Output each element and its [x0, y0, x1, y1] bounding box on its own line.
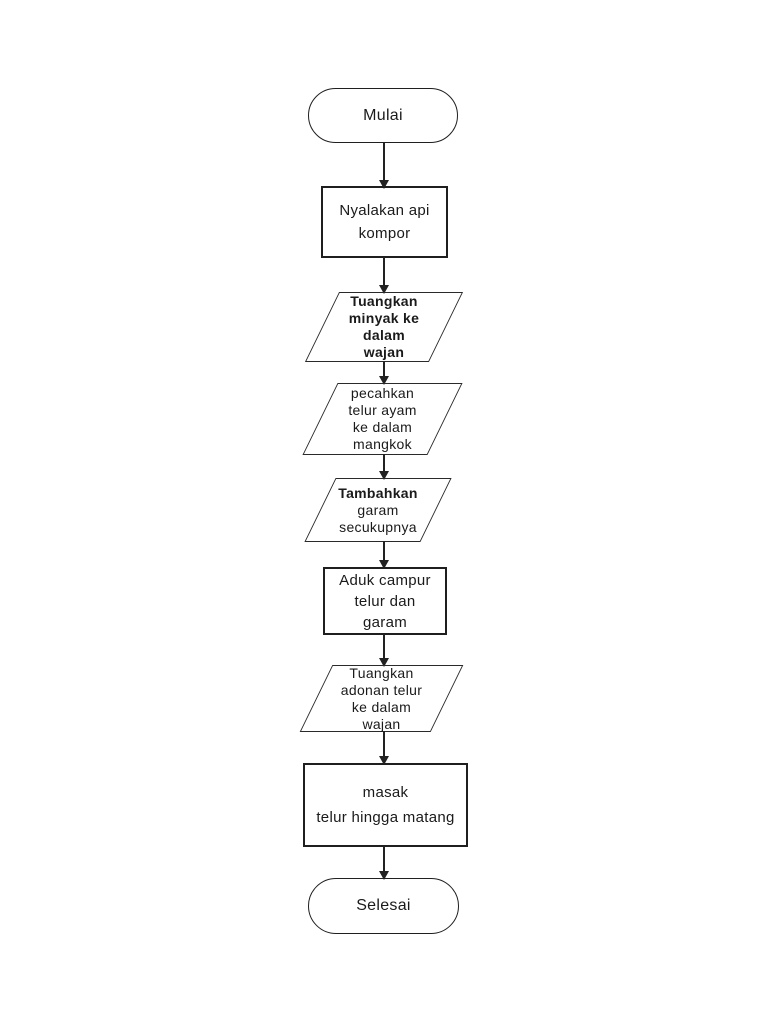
node-label: telur dan [354, 592, 416, 610]
flowchart-node-io-2: pecahkan telur ayam ke dalam mangkok [302, 383, 463, 455]
node-label: adonan telur [340, 681, 423, 698]
flowchart-node-end: Selesai [308, 878, 459, 934]
node-label: dalam [363, 327, 405, 343]
node-label: garam [362, 613, 408, 631]
flowchart-node-io-3: Tambahkan garam secukupnya [304, 478, 452, 542]
node-label: Mulai [363, 106, 403, 124]
node-label: wajan [362, 715, 401, 732]
flow-arrow-5 [379, 541, 389, 569]
node-label: wajan [363, 344, 405, 360]
node-label: garam [357, 501, 399, 518]
flow-arrow-1 [379, 143, 389, 189]
node-text: pecahkan telur ayam ke dalam mangkok [348, 385, 416, 453]
flowchart-node-process-3: masak telur hingga matang [303, 763, 468, 847]
flow-arrow-4 [379, 454, 389, 480]
node-label: Selesai [356, 897, 411, 914]
flow-arrow-8 [379, 846, 389, 880]
node-label: minyak ke [348, 310, 420, 326]
flowchart-node-io-1: Tuangkan minyak ke dalam wajan [304, 292, 464, 362]
node-label: masak [362, 784, 409, 801]
flowchart-node-start: Mulai [308, 88, 458, 143]
node-label: kompor [358, 225, 411, 242]
node-label: Tuangkan [349, 664, 414, 681]
node-label: secukupnya [339, 518, 417, 535]
flowchart-node-io-4: Tuangkan adonan telur ke dalam wajan [299, 665, 464, 733]
node-label: Nyalakan api [339, 202, 430, 219]
flow-arrow-3 [379, 361, 389, 385]
node-label: telur hingga matang [316, 809, 455, 826]
node-label: pecahkan [350, 385, 415, 401]
node-label: mangkok [353, 436, 412, 452]
node-text: Tuangkan adonan telur ke dalam wajan [341, 665, 422, 733]
flowchart-node-process-1: Nyalakan api kompor [321, 186, 448, 258]
flowchart-node-process-2: Aduk campur telur dan garam [323, 567, 447, 635]
flow-arrow-2 [379, 257, 389, 294]
node-text: Tuangkan minyak ke dalam wajan [349, 293, 419, 361]
node-label: Aduk campur [339, 571, 431, 589]
flow-arrow-6 [379, 634, 389, 667]
node-text: Tambahkan garam secukupnya [338, 485, 417, 536]
flow-arrow-7 [379, 731, 389, 765]
node-label: Tuangkan [350, 293, 418, 309]
node-label: ke dalam [351, 698, 412, 715]
node-label: telur ayam [348, 402, 417, 418]
node-label: ke dalam [352, 419, 413, 435]
node-label: Tambahkan [338, 484, 418, 501]
